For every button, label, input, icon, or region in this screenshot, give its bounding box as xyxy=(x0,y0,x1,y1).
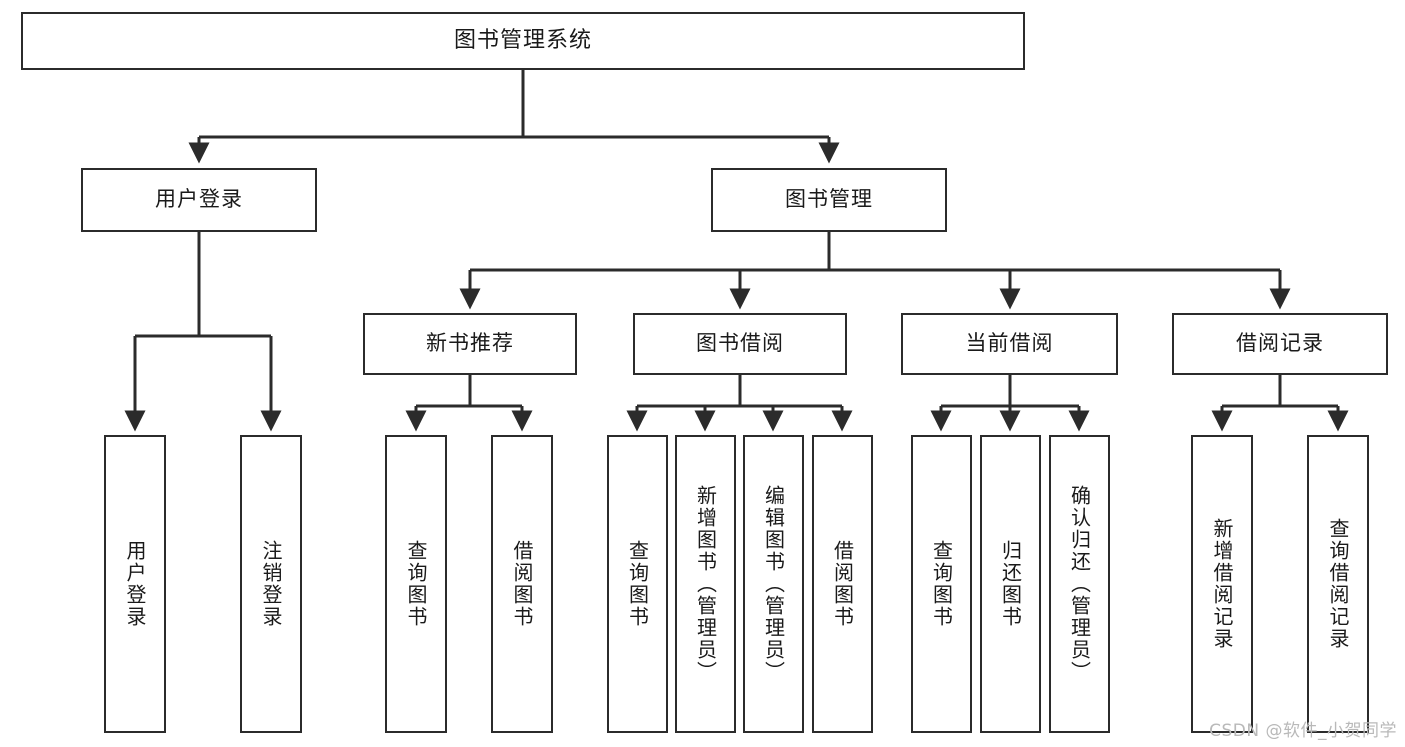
leaf-add-book-label: 新增图书（管理员） xyxy=(693,485,718,683)
leaf-return-book[interactable]: 归还图书 xyxy=(980,435,1041,733)
leaf-query-book-1-label: 查询图书 xyxy=(404,540,428,628)
node-book-management[interactable]: 图书管理 xyxy=(711,168,947,232)
leaf-query-book-3[interactable]: 查询图书 xyxy=(911,435,972,733)
leaf-query-record[interactable]: 查询借阅记录 xyxy=(1307,435,1369,733)
leaf-confirm-return-label: 确认归还（管理员） xyxy=(1067,485,1092,683)
node-root-label: 图书管理系统 xyxy=(453,27,592,53)
leaf-query-book-1[interactable]: 查询图书 xyxy=(385,435,447,733)
node-current-borrow-label: 当前借阅 xyxy=(965,331,1054,356)
leaf-confirm-return[interactable]: 确认归还（管理员） xyxy=(1049,435,1110,733)
leaf-query-record-label: 查询借阅记录 xyxy=(1326,518,1350,650)
node-current-borrow[interactable]: 当前借阅 xyxy=(901,313,1118,375)
leaf-borrow-book-1[interactable]: 借阅图书 xyxy=(491,435,553,733)
node-borrow-record[interactable]: 借阅记录 xyxy=(1172,313,1388,375)
leaf-user-logout-label: 注销登录 xyxy=(259,540,283,628)
node-book-borrow[interactable]: 图书借阅 xyxy=(633,313,847,375)
node-root[interactable]: 图书管理系统 xyxy=(21,12,1025,70)
leaf-add-book[interactable]: 新增图书（管理员） xyxy=(675,435,736,733)
leaf-user-logout[interactable]: 注销登录 xyxy=(240,435,302,733)
leaf-edit-book[interactable]: 编辑图书（管理员） xyxy=(743,435,804,733)
leaf-add-record-label: 新增借阅记录 xyxy=(1210,518,1234,650)
node-book-borrow-label: 图书借阅 xyxy=(696,331,784,356)
leaf-query-book-3-label: 查询图书 xyxy=(929,540,954,628)
leaf-return-book-label: 归还图书 xyxy=(998,540,1023,628)
leaf-query-book-2-label: 查询图书 xyxy=(625,540,650,628)
node-borrow-record-label: 借阅记录 xyxy=(1236,331,1324,356)
node-user-login-label: 用户登录 xyxy=(155,187,243,212)
leaf-edit-book-label: 编辑图书（管理员） xyxy=(761,485,786,683)
leaf-query-book-2[interactable]: 查询图书 xyxy=(607,435,668,733)
leaf-borrow-book-2-label: 借阅图书 xyxy=(830,540,855,628)
leaf-borrow-book-1-label: 借阅图书 xyxy=(510,540,534,628)
node-user-login[interactable]: 用户登录 xyxy=(81,168,317,232)
node-new-book-recommend[interactable]: 新书推荐 xyxy=(363,313,577,375)
leaf-add-record[interactable]: 新增借阅记录 xyxy=(1191,435,1253,733)
leaf-user-login-label: 用户登录 xyxy=(123,540,147,628)
leaf-borrow-book-2[interactable]: 借阅图书 xyxy=(812,435,873,733)
leaf-user-login[interactable]: 用户登录 xyxy=(104,435,166,733)
node-book-management-label: 图书管理 xyxy=(785,187,873,212)
node-new-book-recommend-label: 新书推荐 xyxy=(426,331,514,356)
